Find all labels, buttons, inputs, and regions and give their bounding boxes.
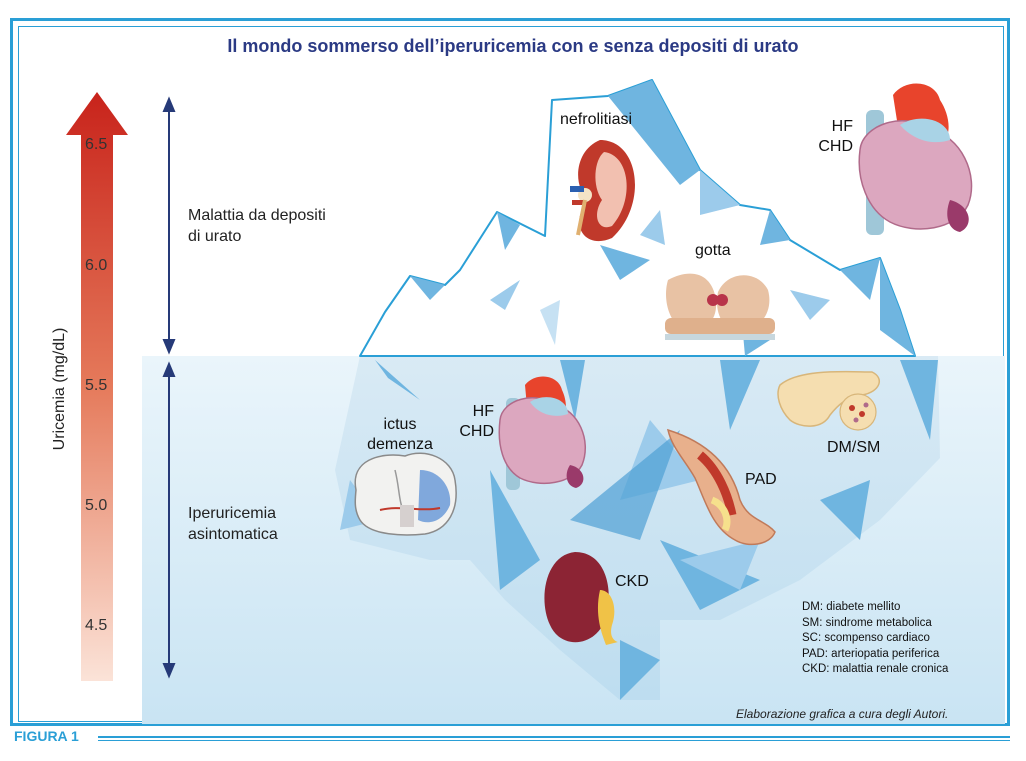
gout-feet-icon — [665, 273, 775, 340]
submerged-iceberg — [335, 356, 940, 700]
kidney-stone-icon — [570, 140, 635, 242]
heart-lower-label: HF CHD — [459, 403, 494, 440]
figure-divider — [98, 736, 1010, 738]
kidney-icon — [544, 552, 618, 645]
gout-label: gotta — [695, 242, 731, 259]
upper-band-label: Malattia da depositi di urato — [188, 207, 326, 245]
stroke-label: ictus demenza — [367, 416, 433, 453]
dm-label: DM/SM — [827, 439, 881, 456]
iceberg-top — [359, 79, 916, 357]
abbreviation-legend: DM: diabete mellito SM: sindrome metabol… — [802, 600, 948, 678]
lower-range-arrow — [162, 361, 176, 679]
legend-item: SM: sindrome metabolica — [802, 616, 932, 629]
pad-label: PAD — [745, 471, 777, 488]
figure-divider-thin — [98, 740, 1010, 741]
heart-icon-upper — [858, 83, 973, 235]
upper-range-arrow — [162, 96, 176, 355]
tick-label: 6.5 — [85, 136, 108, 153]
heart-upper-label: HF CHD — [818, 118, 853, 155]
legend-item: DM: diabete mellito — [802, 601, 901, 613]
outer-frame — [10, 18, 1010, 726]
tick-label: 5.5 — [85, 377, 108, 394]
tick-label: 6.0 — [85, 257, 108, 274]
legend-item: PAD: arteriopatia periferica — [802, 647, 940, 660]
figure-title: Il mondo sommerso dell’iperuricemia con … — [227, 36, 799, 56]
artery-plaque-icon — [666, 428, 776, 546]
uricemia-arrow — [66, 92, 128, 681]
credit-text: Elaborazione grafica a cura degli Autori… — [736, 707, 949, 721]
legend-item: SC: scompenso cardiaco — [802, 632, 930, 644]
axis-label: Uricemia (mg/dL) — [51, 327, 68, 451]
tick-label: 5.0 — [85, 497, 108, 514]
ckd-label: CKD — [615, 573, 649, 590]
brain-icon — [354, 452, 457, 536]
tick-label: 4.5 — [85, 617, 108, 634]
lower-band-label: Iperuricemia asintomatica — [188, 505, 278, 543]
heart-icon-lower — [498, 376, 586, 490]
nephrolithiasis-label: nefrolitiasi — [560, 111, 633, 128]
legend-item: CKD: malattia renale cronica — [802, 663, 949, 675]
pancreas-icon — [777, 370, 881, 431]
figure-label: FIGURA 1 — [14, 728, 79, 744]
